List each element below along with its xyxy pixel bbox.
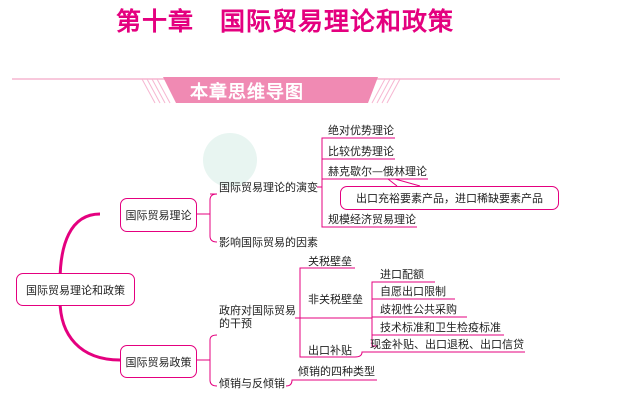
node-comparative-advantage[interactable]: 比较优势理论 [328,145,394,158]
node-heckscher-ohlin[interactable]: 赫克歇尔—俄林理论 [328,165,427,178]
banner-shape [163,77,378,103]
node-theory-evolution[interactable]: 国际贸易理论的演变 [219,181,318,194]
node-voluntary-export-restraint[interactable]: 自愿出口限制 [380,285,446,298]
theory-node[interactable]: 国际贸易理论 [120,198,197,232]
banner-stripes [141,78,401,104]
page-title: 第十章 国际贸易理论和政策 [115,7,454,36]
section-banner: 本章思维导图 [190,82,304,103]
theory-label: 国际贸易理论 [125,209,192,222]
node-technical-standards[interactable]: 技术标准和卫生检疫标准 [380,321,501,334]
node-discriminatory-procurement[interactable]: 歧视性公共采购 [380,303,457,316]
callout-ho-theory: 出口充裕要素产品，进口稀缺要素产品 [340,186,559,210]
node-tariff-barrier[interactable]: 关税壁垒 [308,255,352,268]
callout-text: 出口充裕要素产品，进口稀缺要素产品 [356,192,543,205]
root-node[interactable]: 国际贸易理论和政策 [16,273,135,306]
node-subsidy-detail[interactable]: 现金补贴、出口退税、出口信贷 [370,338,524,351]
node-dumping[interactable]: 倾销与反倾销 [219,377,285,390]
root-label: 国际贸易理论和政策 [26,283,125,297]
watermark-logo [203,133,257,187]
node-absolute-advantage[interactable]: 绝对优势理论 [328,124,394,137]
node-nontariff-barrier[interactable]: 非关税壁垒 [308,293,363,306]
node-export-subsidy[interactable]: 出口补贴 [308,344,352,357]
node-scale-economy[interactable]: 规模经济贸易理论 [328,213,416,226]
policy-label: 国际贸易政策 [125,355,192,369]
node-dumping-types[interactable]: 倾销的四种类型 [298,365,375,378]
policy-node[interactable]: 国际贸易政策 [120,345,197,378]
node-trade-factors[interactable]: 影响国际贸易的因素 [219,236,318,249]
node-import-quota[interactable]: 进口配额 [380,268,424,281]
node-government-intervention[interactable]: 政府对国际贸易的干预 [219,304,296,330]
